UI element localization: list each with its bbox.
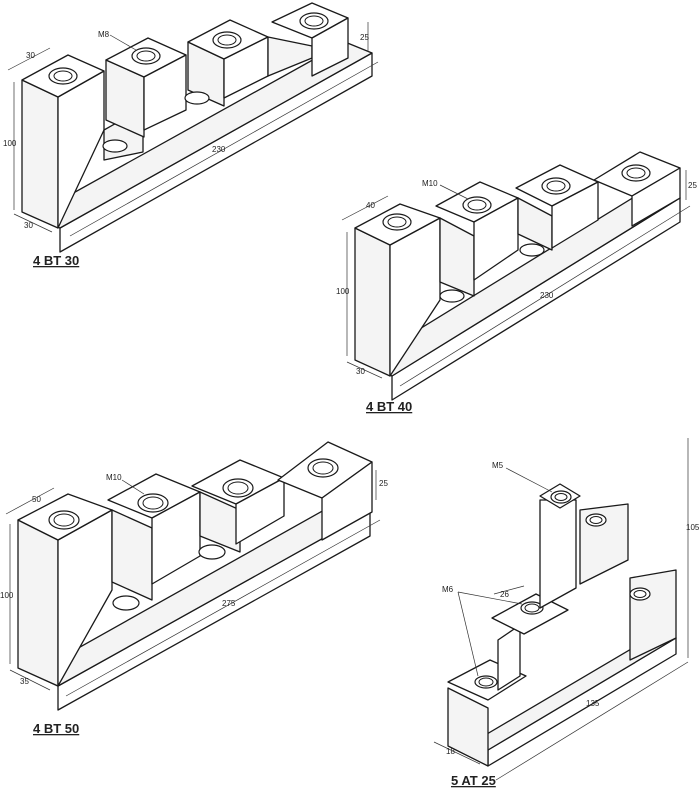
leader-thread bbox=[121, 479, 145, 495]
part-4bt40: 40 100 30 230 25 M10 4 BT 40 bbox=[336, 151, 697, 414]
hole-inner bbox=[53, 513, 75, 527]
hole-inner bbox=[136, 50, 156, 62]
block-left-side bbox=[17, 519, 59, 687]
slot-hole bbox=[198, 544, 226, 560]
dim-line-length bbox=[495, 661, 689, 781]
dim-step: 25 bbox=[688, 181, 697, 190]
hole-inner bbox=[633, 590, 647, 598]
slot-hole bbox=[519, 243, 545, 257]
part-5at25: 105 18 135 26 M5 M6 5 AT 25 bbox=[433, 438, 700, 788]
dim-height: 105 bbox=[686, 523, 700, 532]
block2-side bbox=[111, 509, 153, 601]
hole-inner bbox=[217, 34, 237, 46]
leader-thread-side-1 bbox=[457, 591, 479, 677]
step2-riser bbox=[539, 499, 577, 609]
block3-front bbox=[551, 181, 599, 249]
dim-line-depth bbox=[346, 361, 383, 379]
slot-hole bbox=[102, 139, 128, 153]
part-caption: 4 BT 50 bbox=[33, 721, 79, 736]
dim-line-length bbox=[399, 205, 691, 387]
dim-width: 50 bbox=[32, 495, 41, 504]
block3-side bbox=[517, 197, 553, 251]
dim-line-depth bbox=[9, 669, 51, 691]
dim-line-depth bbox=[433, 741, 481, 765]
part-caption: 4 BT 30 bbox=[33, 253, 79, 268]
dim-line-length bbox=[65, 519, 381, 697]
block2-side bbox=[439, 217, 475, 297]
dim-step: 25 bbox=[379, 479, 388, 488]
hole-inner bbox=[142, 496, 164, 510]
dim-width: 40 bbox=[366, 201, 375, 210]
step1-riser bbox=[497, 624, 521, 691]
hole-inner bbox=[304, 15, 324, 27]
leader-thread bbox=[439, 184, 469, 200]
part-4bt50: 50 100 35 275 25 M10 4 BT 50 bbox=[0, 441, 388, 736]
thread-top-label: M5 bbox=[492, 461, 504, 470]
slot-hole bbox=[184, 91, 210, 105]
slot-hole bbox=[439, 289, 465, 303]
dim-line-length bbox=[69, 61, 379, 237]
dim-line-pitch bbox=[493, 585, 525, 595]
thread-side-label: M6 bbox=[442, 585, 454, 594]
leader-thread-side-2 bbox=[457, 591, 523, 605]
part-caption: 4 BT 40 bbox=[366, 399, 412, 414]
block3-side bbox=[199, 491, 241, 553]
hole-inner bbox=[589, 516, 603, 524]
dim-height: 100 bbox=[336, 287, 350, 296]
dim-depth: 30 bbox=[356, 367, 365, 376]
thread-label: M8 bbox=[98, 30, 110, 39]
dim-width: 30 bbox=[26, 51, 35, 60]
hole-inner bbox=[312, 461, 334, 475]
leader-thread-top bbox=[505, 467, 553, 493]
slot-hole bbox=[112, 595, 140, 611]
block4-front bbox=[311, 17, 349, 77]
thread-label: M10 bbox=[422, 179, 438, 188]
dim-depth: 18 bbox=[446, 747, 455, 756]
block2-front bbox=[151, 491, 201, 585]
dim-length: 230 bbox=[212, 145, 226, 154]
block-left-side bbox=[21, 79, 59, 229]
hole-inner bbox=[546, 180, 566, 192]
dim-pitch: 26 bbox=[500, 590, 509, 599]
part-4bt30: 30 100 30 230 25 M8 4 BT 30 bbox=[3, 2, 379, 268]
block2-front bbox=[473, 197, 519, 281]
dim-length: 230 bbox=[540, 291, 554, 300]
block4-front bbox=[321, 461, 373, 541]
dim-line-depth bbox=[13, 213, 53, 233]
hole-inner bbox=[467, 199, 487, 211]
hole-inner bbox=[387, 216, 407, 228]
thread-label: M10 bbox=[106, 473, 122, 482]
dim-line-width bbox=[7, 47, 51, 71]
block4-front bbox=[631, 167, 681, 227]
dim-height: 100 bbox=[3, 139, 17, 148]
hole-inner bbox=[626, 167, 646, 179]
dim-height: 100 bbox=[0, 591, 14, 600]
hole-inner bbox=[478, 677, 494, 687]
part-caption: 5 AT 25 bbox=[451, 773, 496, 788]
hole-inner bbox=[554, 493, 568, 501]
block-left-side bbox=[354, 227, 391, 377]
dim-line-width bbox=[5, 487, 55, 515]
dim-length: 275 bbox=[222, 599, 236, 608]
dim-length: 135 bbox=[586, 699, 600, 708]
dim-depth: 35 bbox=[20, 677, 29, 686]
dim-step: 25 bbox=[360, 33, 369, 42]
hole-inner bbox=[227, 481, 249, 495]
block3-front bbox=[235, 477, 285, 545]
hole-inner bbox=[53, 70, 73, 82]
leader-thread bbox=[109, 34, 137, 51]
dim-line-width bbox=[341, 195, 389, 221]
block2-front bbox=[143, 54, 187, 131]
dim-depth: 30 bbox=[24, 221, 33, 230]
hole-inner bbox=[524, 603, 540, 613]
step1-side bbox=[447, 687, 489, 767]
